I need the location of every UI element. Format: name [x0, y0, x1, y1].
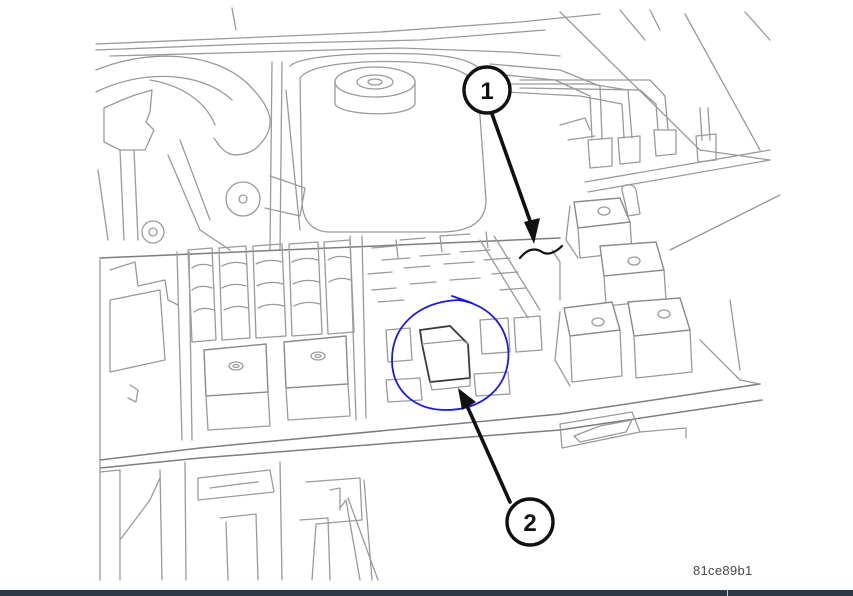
relay-right-2	[599, 241, 667, 307]
highlight-circle	[391, 295, 510, 411]
relay-left-2	[283, 335, 351, 421]
callout-2-label: 2	[523, 510, 536, 537]
relay-highlighted	[418, 325, 471, 391]
relay-right-3	[554, 301, 623, 387]
bottom-bar	[0, 590, 853, 596]
relay-left-1	[203, 343, 271, 431]
engine-bay-outline	[95, 7, 771, 251]
brake-lines	[489, 63, 781, 251]
lower-structure	[99, 461, 379, 581]
mini-fuse-grid	[367, 231, 543, 403]
figure-id: 81ce89b1	[693, 563, 753, 578]
callout-1: 1	[462, 65, 564, 260]
bottom-bar-divider	[727, 590, 728, 596]
callout-1-label: 1	[480, 78, 493, 105]
reservoir	[289, 52, 489, 233]
fuse-column-group	[187, 239, 355, 343]
relay-right-4	[627, 297, 693, 379]
fuse-box	[99, 197, 763, 581]
connector-slot	[559, 411, 687, 449]
callout-2: 2	[458, 388, 555, 547]
relay-right-1	[565, 197, 633, 259]
